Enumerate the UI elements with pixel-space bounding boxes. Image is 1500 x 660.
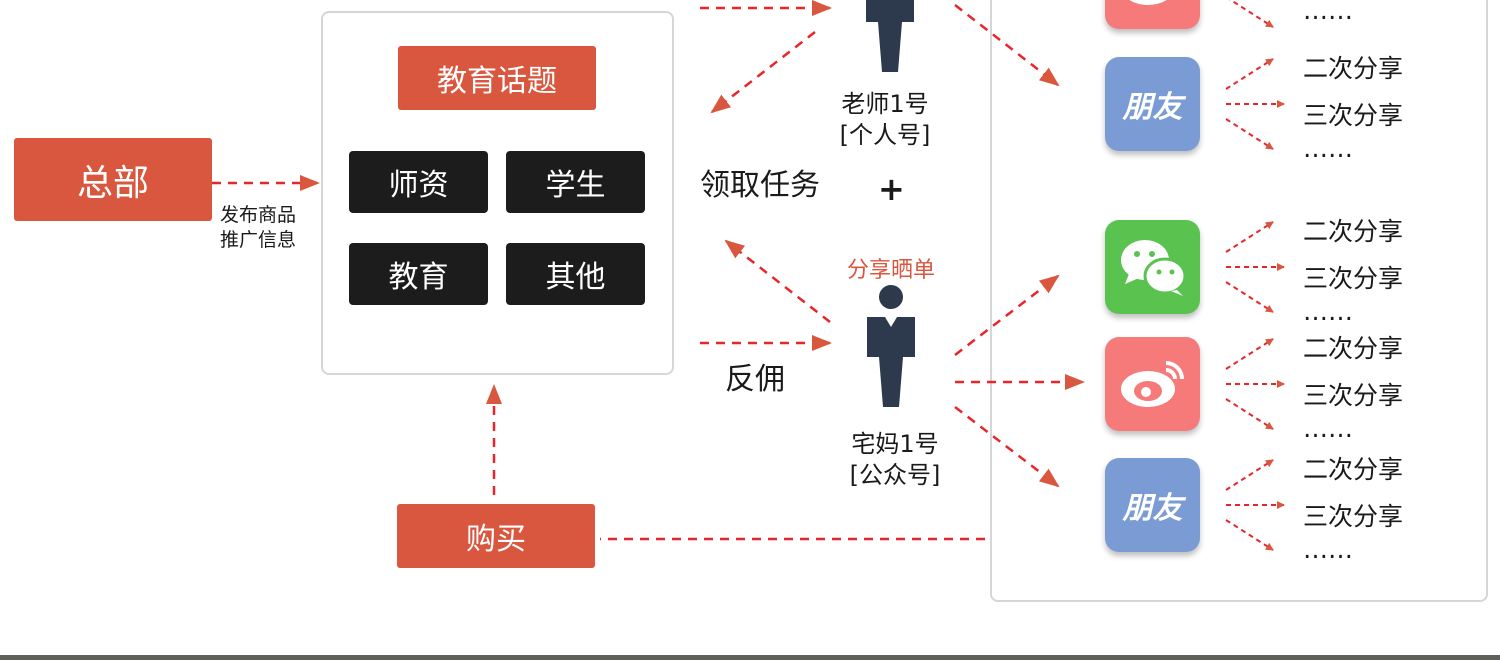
friends-label: 朋友 bbox=[1122, 491, 1183, 526]
weibo-channel-icon bbox=[1105, 337, 1200, 431]
share-arrow bbox=[1225, 519, 1274, 551]
share-level-text: …… bbox=[1303, 535, 1353, 564]
topic-title: 教育话题 bbox=[398, 46, 596, 110]
share-level-text: 三次分享 bbox=[1303, 381, 1404, 410]
note-line2: 推广信息 bbox=[220, 229, 297, 251]
share-level-text: …… bbox=[1303, 0, 1353, 25]
share-level-text: 三次分享 bbox=[1303, 264, 1404, 293]
share-level-text: 二次分享 bbox=[1303, 455, 1404, 484]
mom-type: [公众号] bbox=[849, 461, 941, 489]
share-arrow bbox=[1225, 338, 1274, 370]
share-arrow bbox=[1225, 221, 1274, 253]
share-arrow bbox=[1225, 459, 1274, 491]
tag-education[interactable]: 教育 bbox=[349, 243, 488, 305]
headquarters-label: 总部 bbox=[76, 162, 149, 204]
share-level-text: 二次分享 bbox=[1303, 54, 1404, 83]
topic-title-text: 教育话题 bbox=[437, 64, 557, 99]
tag-other[interactable]: 其他 bbox=[506, 243, 645, 305]
share-level-text: …… bbox=[1303, 297, 1353, 326]
publish-note: 发布商品 推广信息 bbox=[220, 203, 296, 253]
share-level-text: 二次分享 bbox=[1303, 217, 1404, 246]
plus-sign: + bbox=[878, 170, 905, 208]
task-label: 领取任务 bbox=[700, 168, 820, 203]
arrow-teacher-to-task bbox=[710, 31, 816, 114]
mom-person-icon bbox=[867, 285, 915, 407]
arrow-mom-to-task bbox=[724, 239, 831, 323]
note-line1: 发布商品 bbox=[220, 204, 297, 226]
mom-name: 宅妈1号 bbox=[851, 430, 939, 458]
share-level-text: 三次分享 bbox=[1303, 101, 1404, 130]
share-arrow bbox=[1225, 118, 1274, 150]
share-arrow bbox=[1225, 281, 1274, 313]
rebate-label: 反佣 bbox=[725, 362, 785, 397]
arrow-mom-to-wechat bbox=[954, 274, 1060, 356]
share-level-text: …… bbox=[1303, 414, 1353, 443]
wechat-channel-icon bbox=[1105, 220, 1200, 314]
tag-teachers[interactable]: 师资 bbox=[349, 151, 488, 213]
share-level-text: 二次分享 bbox=[1303, 334, 1404, 363]
arrow-teacher-to-friends bbox=[954, 4, 1060, 87]
share-level-text: …… bbox=[1303, 134, 1353, 163]
teacher-name: 老师1号 bbox=[841, 90, 929, 118]
teacher-type: [个人号] bbox=[839, 121, 931, 149]
weibo-channel-icon bbox=[1105, 0, 1200, 29]
arrow-mom-to-friends bbox=[954, 406, 1060, 488]
tag-students[interactable]: 学生 bbox=[506, 151, 645, 213]
teacher-person-icon bbox=[866, 0, 914, 72]
friends-channel-icon: 朋友 bbox=[1105, 57, 1200, 151]
headquarters-box: 总部 bbox=[14, 138, 212, 221]
channel-panel bbox=[990, 0, 1488, 602]
friends-channel-icon: 朋友 bbox=[1105, 458, 1200, 552]
friends-label: 朋友 bbox=[1122, 90, 1183, 125]
share-order-tag: 分享晒单 bbox=[846, 258, 935, 283]
share-arrow bbox=[1228, 0, 1274, 28]
buy-label: 购买 bbox=[466, 522, 526, 557]
share-arrow bbox=[1225, 58, 1274, 90]
share-arrow bbox=[1225, 398, 1274, 430]
share-level-text: 三次分享 bbox=[1303, 502, 1404, 531]
bottom-strip bbox=[0, 655, 1500, 660]
buy-box: 购买 bbox=[397, 504, 595, 568]
